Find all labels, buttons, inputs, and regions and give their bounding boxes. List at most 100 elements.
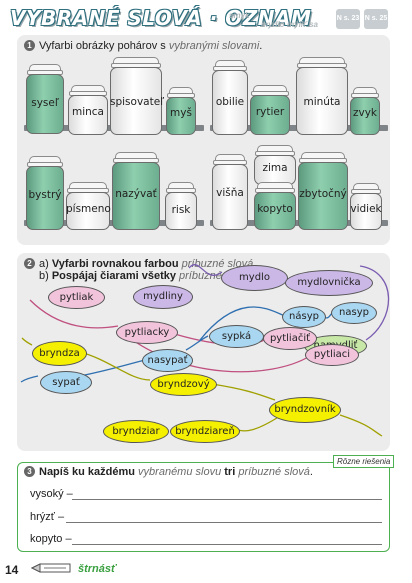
word-oval[interactable]: mydliny xyxy=(133,285,193,309)
word-oval[interactable]: bryndziareň xyxy=(170,420,240,443)
word-oval[interactable]: mydlovnička xyxy=(285,270,373,296)
answer-line[interactable] xyxy=(66,522,382,523)
jar-body xyxy=(350,97,380,135)
line-bryndzovnik-tail xyxy=(339,414,383,437)
jar-body xyxy=(298,162,348,230)
jar-body xyxy=(110,67,162,135)
line-pytliak-pytliacky xyxy=(29,299,119,329)
word-oval[interactable]: pytliacky xyxy=(116,321,178,344)
word-oval[interactable]: nasyp xyxy=(331,302,377,324)
jar[interactable]: rytier xyxy=(250,85,290,135)
jar[interactable]: risk xyxy=(165,182,197,230)
jar[interactable]: písmeno xyxy=(66,182,111,230)
jar-body xyxy=(212,164,248,230)
word-oval[interactable]: pytliaci xyxy=(305,344,359,366)
jar[interactable]: zvyk xyxy=(350,87,380,135)
page-number: 14 xyxy=(5,563,19,577)
jar[interactable]: minca xyxy=(68,85,108,135)
reference-tile-2: N s. 25 xyxy=(364,9,388,29)
page-number-word: štrnásť xyxy=(78,563,117,575)
jar-body xyxy=(254,192,296,230)
jar-label: vidiek xyxy=(350,203,382,215)
jar-body xyxy=(296,67,348,135)
answer-line[interactable] xyxy=(72,544,382,545)
jar-label: višňa xyxy=(216,187,244,199)
jar[interactable]: minúta xyxy=(296,57,348,135)
line-bryndza-bryndzovy xyxy=(79,351,151,381)
jar-label: bystrý xyxy=(28,189,62,201)
jar-body xyxy=(66,192,110,230)
header-word-2: mydlo xyxy=(261,20,285,29)
jar[interactable]: bystrý xyxy=(26,156,64,230)
jar-body xyxy=(26,74,64,134)
answer-line[interactable] xyxy=(72,499,382,500)
word-oval[interactable]: pytliačiť xyxy=(263,327,317,350)
jar-body xyxy=(350,193,382,230)
word-oval[interactable]: bryndzovník xyxy=(269,397,341,423)
jar-body xyxy=(165,192,197,230)
exercise-3-word-1: vysoký – xyxy=(30,488,73,500)
jar-body xyxy=(68,95,108,135)
jar-body xyxy=(250,95,290,135)
jar[interactable]: zima xyxy=(254,145,296,185)
jar[interactable]: višňa xyxy=(212,154,248,230)
jar[interactable]: syseľ xyxy=(26,64,64,134)
jar-label: risk xyxy=(171,204,191,216)
word-oval[interactable]: bryndziar xyxy=(103,420,169,443)
exercise-3-number: 3 xyxy=(24,466,35,477)
jar-body xyxy=(212,70,248,135)
jar[interactable]: kopyto xyxy=(254,182,296,230)
word-oval[interactable]: pytliak xyxy=(48,286,105,309)
jar[interactable]: spisovateľ xyxy=(110,57,165,135)
word-oval[interactable]: násyp xyxy=(282,306,326,328)
page-title: VYBRANÉ SLOVÁ · OZNAM xyxy=(10,6,312,30)
line-sypat-nasypat xyxy=(79,359,146,377)
line-mydlovnicka-namydlit xyxy=(359,265,390,341)
jar[interactable]: myš xyxy=(166,87,196,135)
jar-label: zvyk xyxy=(352,107,378,119)
line-sypka-nasyp xyxy=(199,306,286,341)
jar-label: syseľ xyxy=(31,97,59,109)
exercise-2-number: 2 xyxy=(24,258,35,269)
line-pytliacky-pytliaci xyxy=(121,331,311,373)
jar-label: zima xyxy=(262,162,288,174)
word-oval[interactable]: mydlo xyxy=(221,265,288,291)
jar-label: minúta xyxy=(303,96,341,108)
word-oval[interactable]: sypať xyxy=(40,371,92,394)
exercise-1-number: 1 xyxy=(24,40,35,51)
jar[interactable]: vidiek xyxy=(350,183,382,230)
line-mydlo-family xyxy=(188,264,223,276)
jar[interactable]: nazývať xyxy=(112,152,160,230)
exercise-3-word-2: hrýzť – xyxy=(30,511,65,523)
jar-label: rytier xyxy=(255,106,285,118)
jar[interactable]: zbytočný xyxy=(298,152,348,230)
word-oval[interactable]: bryndzový xyxy=(150,373,217,396)
reference-tile-1: N s. 23 xyxy=(336,9,360,29)
word-oval[interactable]: nasypať xyxy=(142,349,193,372)
jar[interactable]: obilie xyxy=(212,60,248,135)
line-nasypat-sypka xyxy=(185,335,209,351)
jar-body xyxy=(166,97,196,135)
jar-label: písmeno xyxy=(66,203,111,215)
line-bryndza-tail xyxy=(21,337,33,346)
line-sypat-tail xyxy=(20,375,39,383)
jar-label: spisovateľ xyxy=(110,96,165,108)
jar-label: obilie xyxy=(215,96,245,108)
word-oval[interactable]: sypká xyxy=(209,325,264,348)
exercise-3-panel xyxy=(17,462,390,552)
exercise-3-word-3: kopyto – xyxy=(30,533,72,545)
jar-label: zbytočný xyxy=(299,188,347,200)
word-oval[interactable]: bryndza xyxy=(32,341,87,366)
jar-label: minca xyxy=(71,106,104,118)
solution-badge: Rôzne riešenia xyxy=(333,455,395,468)
line-bryndzovnik-bryndziaren xyxy=(237,415,281,432)
jar-body xyxy=(26,166,64,230)
jar-label: myš xyxy=(170,107,192,119)
jar-label: kopyto xyxy=(257,203,293,215)
header-word-1: smyk xyxy=(229,11,250,20)
line-bryndzovy-bryndzovnik xyxy=(211,383,276,401)
